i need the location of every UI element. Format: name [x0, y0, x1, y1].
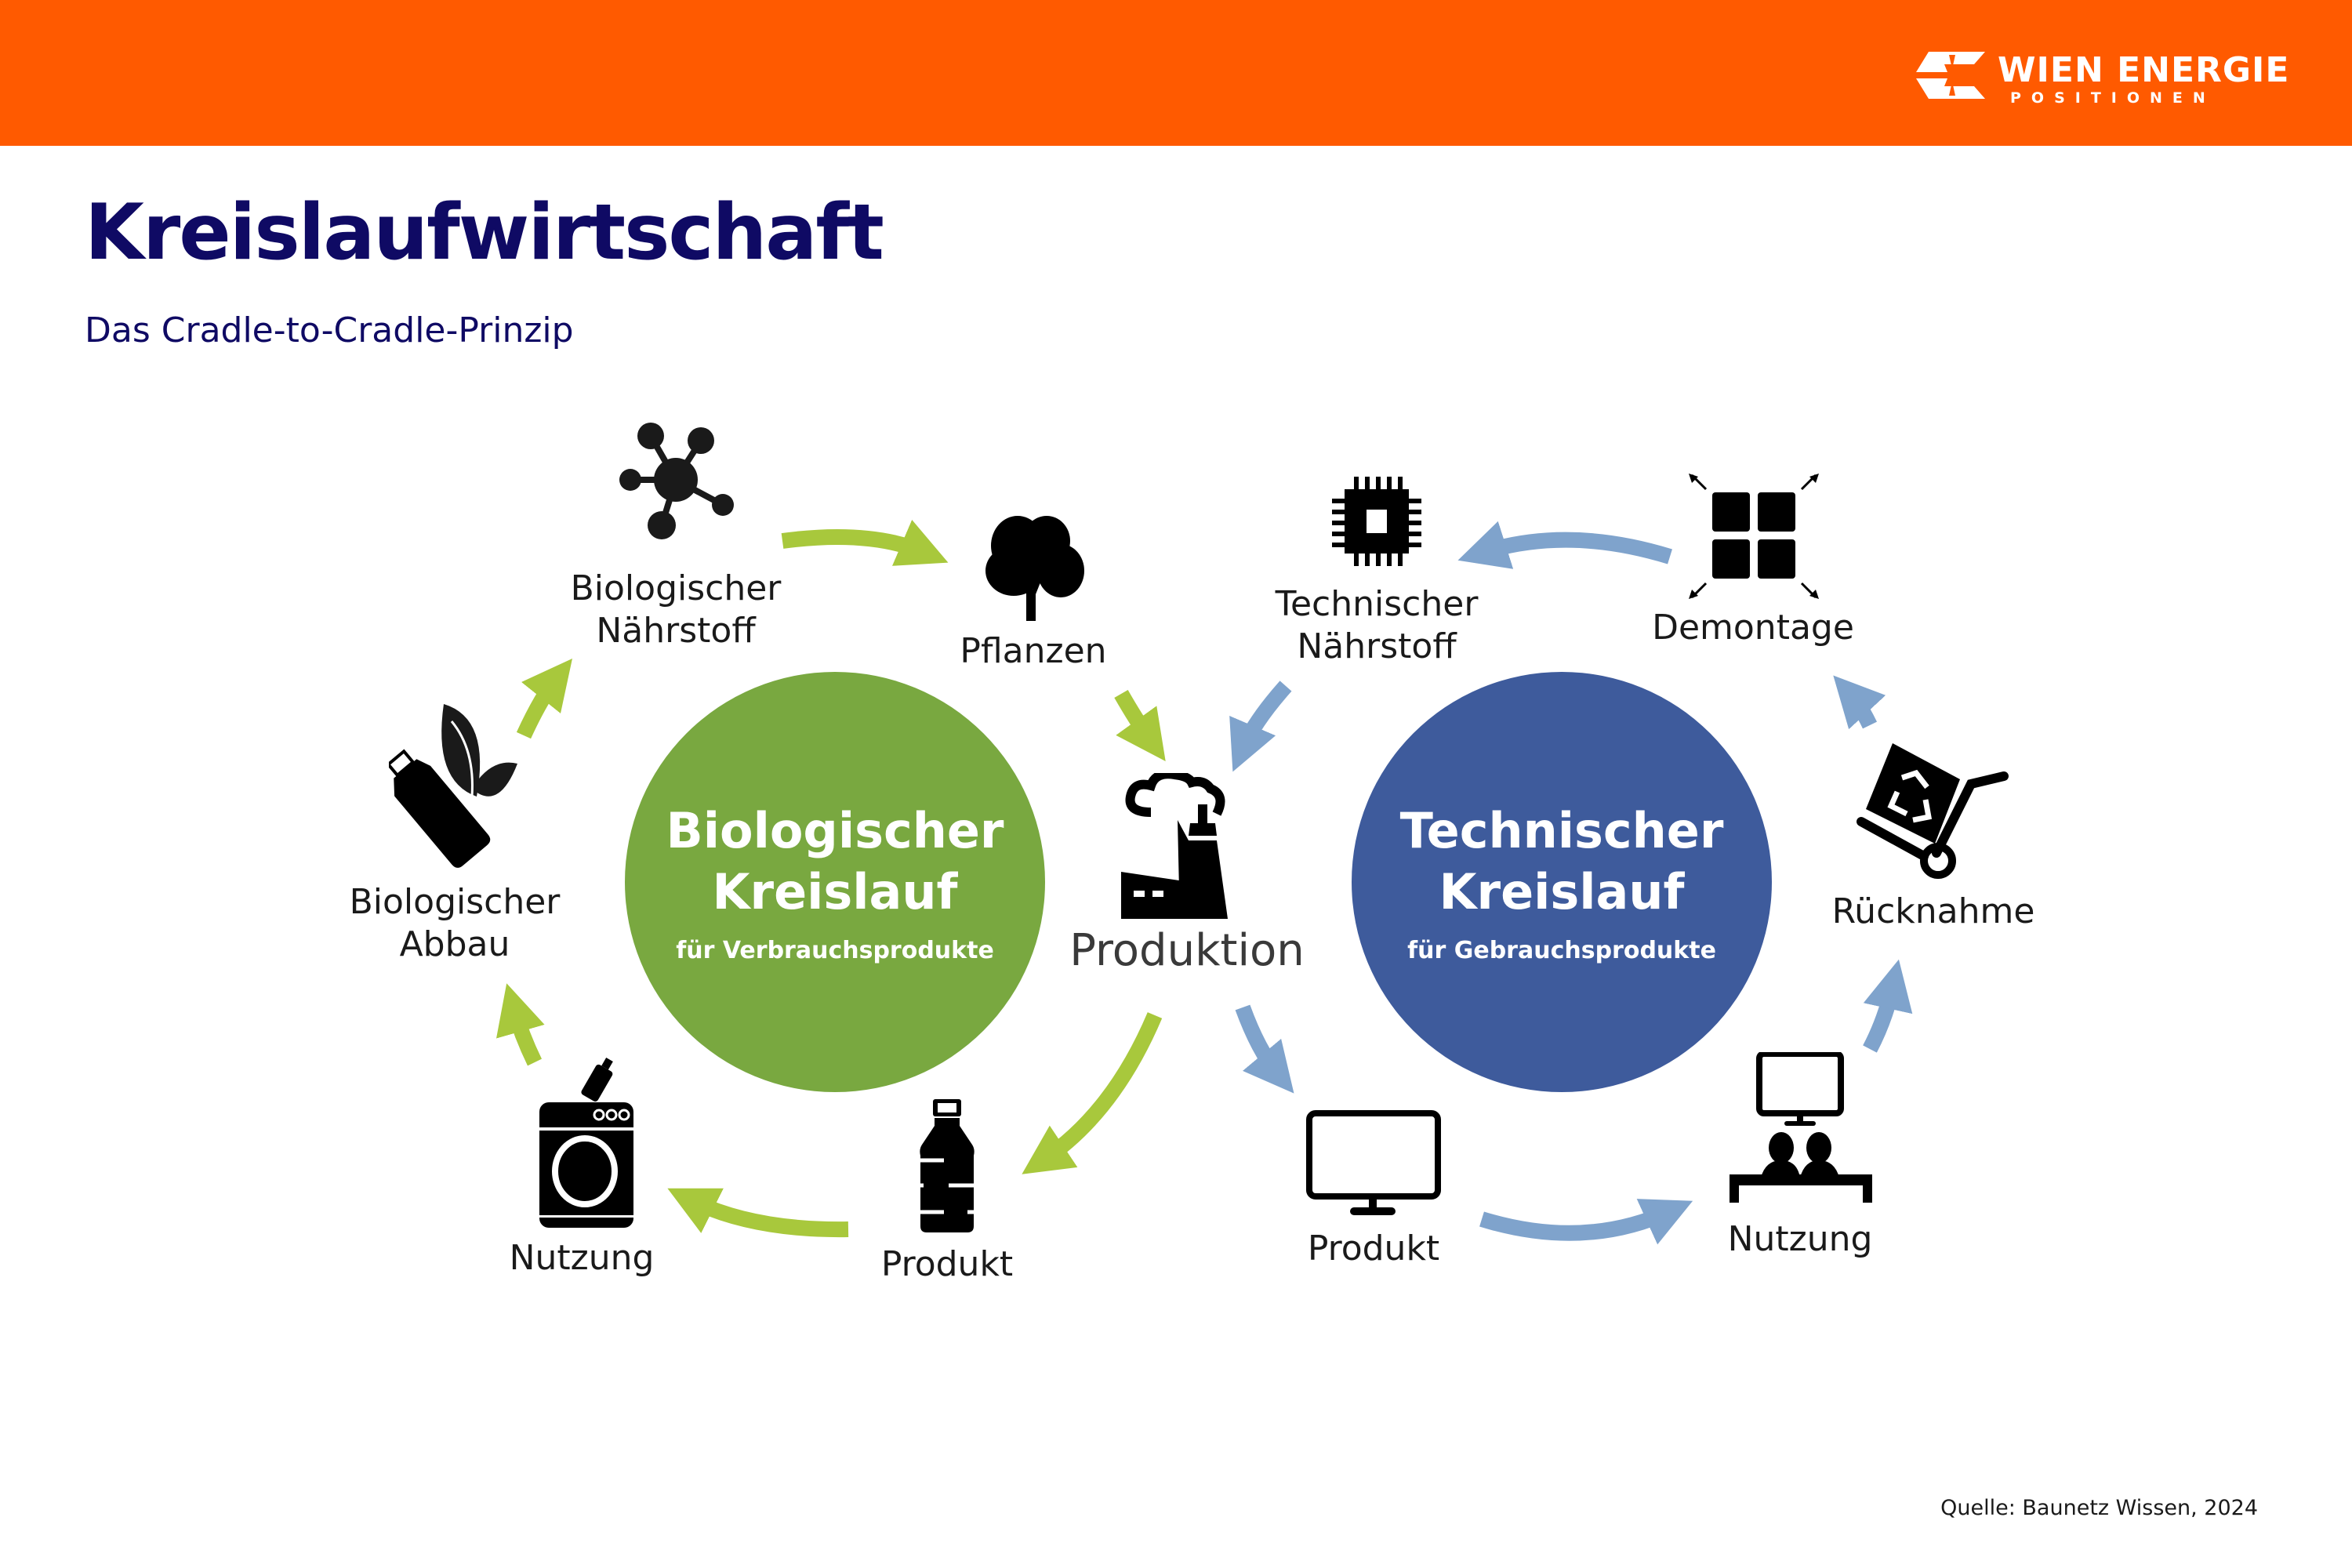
bottle-icon — [920, 1099, 975, 1232]
arrow-produktion-to-produkt — [1022, 1012, 1163, 1174]
technical-cycle-circle: Technischer Kreislauf für Gebrauchsprodu… — [1352, 672, 1772, 1092]
node-label: Abbau — [399, 924, 510, 964]
source-note: Quelle: Baunetz Wissen, 2024 — [1940, 1496, 2258, 1520]
arrow-naehrstoff-to-pflanzen — [781, 519, 949, 566]
brand-subtitle: POSITIONEN — [2010, 89, 2216, 107]
tree-icon — [985, 516, 1084, 621]
node-bio-naehrstoff: Biologischer Nährstoff — [571, 568, 782, 652]
node-label: Biologischer — [570, 568, 782, 608]
node-demontage: Demontage — [1652, 607, 1854, 649]
arrow-produkt-to-nutzung — [667, 1188, 849, 1238]
monitor-icon — [1306, 1110, 1441, 1215]
arrow-naehrstoff-to-produktion — [1229, 681, 1292, 772]
node-label: Nutzung — [509, 1238, 655, 1278]
node-label: Nährstoff — [1297, 626, 1457, 666]
node-label: Biologischer — [349, 882, 561, 922]
wien-energie-logo-icon — [1916, 52, 1985, 99]
node-label: Nutzung — [1727, 1219, 1873, 1259]
washing-machine-icon — [539, 1058, 633, 1228]
node-label: Produkt — [1307, 1229, 1440, 1269]
node-label: Nährstoff — [596, 611, 756, 651]
node-ruecknahme: Rücknahme — [1832, 891, 2035, 933]
hand-truck-recycle-icon — [1857, 743, 2009, 879]
arrow-pflanzen-to-produktion — [1114, 690, 1166, 761]
arrow-produkt-to-tech-nutzung — [1479, 1199, 1693, 1245]
node-label: Produkt — [880, 1244, 1014, 1284]
tech-cycle-title-2: Kreislauf — [1439, 862, 1685, 920]
arrow-ruecknahme-to-demontage — [1833, 675, 1886, 730]
molecule-icon — [619, 423, 734, 539]
node-tech-naehrstoff: Technischer Nährstoff — [1276, 583, 1479, 668]
disassembly-icon — [1689, 474, 1819, 599]
wien-energie-logo: WIEN ENERGIE POSITIONEN — [1913, 49, 2288, 111]
arrow-demontage-to-naehrstoff — [1457, 521, 1672, 569]
arrow-produktion-to-tech-produkt — [1235, 1004, 1294, 1094]
arrow-nutzung-to-abbau — [496, 983, 545, 1066]
bio-cycle-title-2: Kreislauf — [712, 862, 958, 920]
brand-name: WIEN ENERGIE — [1998, 50, 2290, 90]
tech-cycle-subtitle: für Gebrauchsprodukte — [1407, 936, 1716, 964]
arrow-abbau-to-naehrstoff — [516, 659, 572, 739]
biological-cycle-circle: Biologischer Kreislauf für Verbrauchspro… — [625, 672, 1045, 1092]
people-watching-tv-icon — [1730, 1052, 1872, 1203]
node-label: Rücknahme — [1831, 891, 2035, 931]
node-label: Pflanzen — [960, 631, 1107, 671]
bio-cycle-title-1: Biologischer — [666, 801, 1004, 859]
arrow-nutzung-to-ruecknahme — [1863, 959, 1913, 1053]
page-subtitle: Das Cradle-to-Cradle-Prinzip — [85, 310, 574, 350]
tech-cycle-title-1: Technischer — [1399, 801, 1724, 859]
node-tech-produkt: Produkt — [1308, 1228, 1439, 1270]
node-produktion: Produktion — [1069, 925, 1305, 976]
node-label: Technischer — [1275, 584, 1479, 624]
bottle-with-leaves-icon — [389, 704, 517, 868]
page-title: Kreislaufwirtschaft — [85, 188, 884, 278]
node-bio-produkt: Produkt — [881, 1243, 1013, 1286]
chip-icon — [1332, 477, 1421, 566]
node-tech-nutzung: Nutzung — [1728, 1218, 1873, 1261]
node-label: Demontage — [1652, 608, 1854, 648]
factory-icon — [1121, 773, 1228, 919]
bio-cycle-subtitle: für Verbrauchsprodukte — [676, 936, 994, 964]
header-bar: WIEN ENERGIE POSITIONEN — [0, 0, 2352, 146]
node-pflanzen: Pflanzen — [960, 630, 1106, 673]
node-bio-abbau: Biologischer Abbau — [350, 881, 561, 966]
node-bio-nutzung: Nutzung — [510, 1237, 655, 1279]
produktion-label: Produktion — [1069, 925, 1305, 976]
